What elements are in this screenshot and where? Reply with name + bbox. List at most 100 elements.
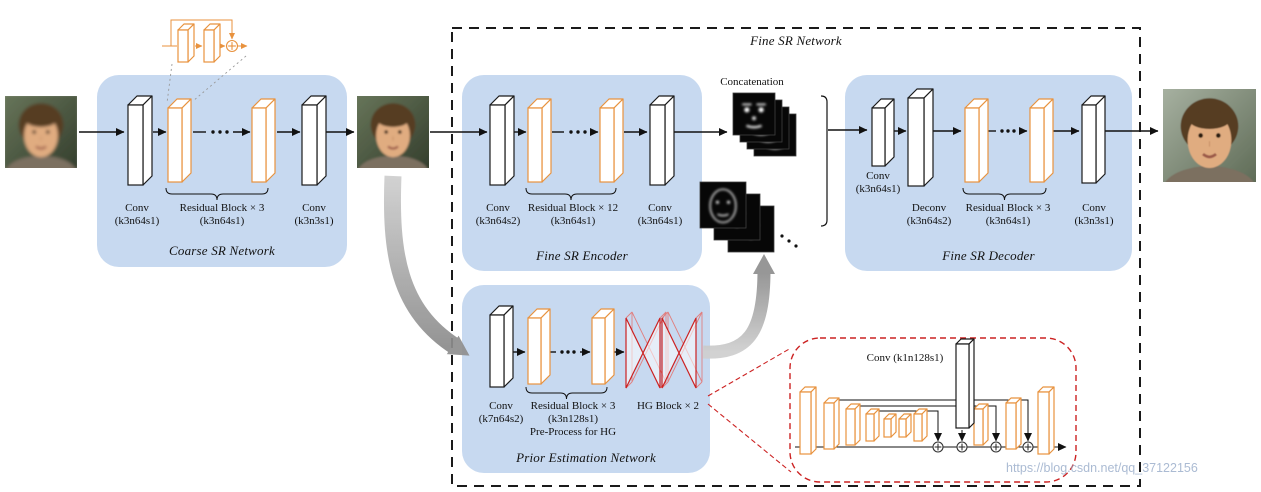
ellipsis-dot xyxy=(569,130,573,134)
add-node xyxy=(225,39,239,53)
decoder-name: Fine SR Decoder xyxy=(845,248,1132,263)
encoder-res-block xyxy=(599,98,624,183)
prior-network-name: Prior Estimation Network xyxy=(462,450,710,465)
hg-detail-conv-block xyxy=(955,338,975,429)
label-line: Prior Estimation Network xyxy=(516,450,656,465)
label-line: Fine SR Decoder xyxy=(942,248,1035,263)
ellipsis-dot xyxy=(560,350,564,354)
decoder-conv1-label: Conv (k3n64s1) xyxy=(838,170,918,196)
concatenation-label: Concatenation xyxy=(692,76,812,89)
label-line: HG Block × 2 xyxy=(636,400,700,412)
coarse-res-block xyxy=(251,98,276,183)
ellipsis-dot xyxy=(218,130,222,134)
prior-hg-label: HG Block × 2 xyxy=(616,400,720,413)
csdn-watermark: https://blog.csdn.net/qq_37122156 xyxy=(1006,461,1198,475)
encoder-res-block xyxy=(527,98,552,183)
brace xyxy=(525,386,608,400)
decoder-deconv-block xyxy=(907,88,934,187)
ellipsis-dot xyxy=(576,130,580,134)
ellipsis-dot xyxy=(1006,129,1010,133)
label-line: Coarse SR Network xyxy=(169,243,275,258)
concat-feature-maps-stack-top xyxy=(732,92,797,157)
label-line: Pre-Process for HG xyxy=(529,426,617,438)
label-line: Residual Block × 12 xyxy=(527,202,619,214)
label-line: Conv xyxy=(489,400,513,412)
label-line: (k3n3s1) xyxy=(294,215,334,227)
coarse-network-name: Coarse SR Network xyxy=(97,243,347,258)
label-line: (k3n64s1) xyxy=(855,183,901,195)
ellipsis-dot xyxy=(794,244,798,248)
label-line: (k3n64s2) xyxy=(906,215,952,227)
label-line: (k3n64s1) xyxy=(637,215,683,227)
label-line: (k3n64s1) xyxy=(114,215,160,227)
prior-res-label: Residual Block × 3 (k3n128s1) Pre-Proces… xyxy=(507,400,639,439)
hg-block xyxy=(661,311,703,389)
residual-block-detail xyxy=(162,19,248,104)
decoder-conv2-label: Conv (k3n3s1) xyxy=(1052,202,1136,228)
mini-callout-line xyxy=(192,55,247,102)
hg-block xyxy=(625,311,667,389)
label-line: (k7n64s2) xyxy=(478,413,524,425)
label-line: Fine SR Network xyxy=(750,33,842,48)
coarse-conv1-block xyxy=(127,95,153,186)
decoder-res-label: Residual Block × 3 (k3n64s1) xyxy=(938,202,1078,228)
label-line: Deconv xyxy=(911,202,947,214)
label-line: Fine SR Encoder xyxy=(536,248,628,263)
hg-callout-line xyxy=(707,403,792,473)
decoder-conv1-block xyxy=(871,98,895,167)
encoder-conv2-block xyxy=(649,95,675,186)
label-line: Residual Block × 3 xyxy=(179,202,265,214)
ellipsis-dot xyxy=(211,130,215,134)
label-line: Conv xyxy=(1082,202,1106,214)
add-node xyxy=(1022,441,1034,453)
label-line: Concatenation xyxy=(720,76,784,88)
label-line: Conv xyxy=(486,202,510,214)
mini-res-block xyxy=(177,23,195,63)
label-line: (k3n64s2) xyxy=(475,215,521,227)
prior-to-concat-arrow xyxy=(702,254,775,359)
label-line: Conv xyxy=(125,202,149,214)
hg-detail-box xyxy=(789,337,1077,483)
label-line: Conv xyxy=(648,202,672,214)
ellipsis-dot xyxy=(1012,129,1016,133)
ellipsis-dot xyxy=(572,350,576,354)
decoder-deconv-label: Deconv (k3n64s2) xyxy=(886,202,972,228)
label-line: (k3n128s1) xyxy=(547,413,599,425)
label-line: (k3n64s1) xyxy=(199,215,245,227)
label-line: (k3n3s1) xyxy=(1074,215,1114,227)
decoder-res-block xyxy=(1029,98,1054,183)
hg-detail-block xyxy=(799,386,817,455)
ellipsis-dot xyxy=(787,239,791,243)
hg-detail-block xyxy=(913,408,928,442)
image-to-prior-arrow xyxy=(383,175,470,356)
encoder-name: Fine SR Encoder xyxy=(462,248,702,263)
coarse-conv2-label: Conv (k3n3s1) xyxy=(276,202,352,228)
ellipsis-dot xyxy=(566,350,570,354)
hg-detail-block xyxy=(883,413,897,438)
hg-detail-block xyxy=(1005,397,1022,450)
label-line: Residual Block × 3 xyxy=(965,202,1051,214)
mini-callout-line xyxy=(166,63,173,104)
hg-detail-block xyxy=(898,413,912,438)
hg-detail-block xyxy=(845,403,861,446)
hg-detail-conv-label: Conv (k1n128s1) xyxy=(840,352,970,365)
coarse-conv1-label: Conv (k3n64s1) xyxy=(99,202,175,228)
ellipsis-dot xyxy=(780,234,784,238)
label-line: (k3n64s1) xyxy=(985,215,1031,227)
label-line: Conv xyxy=(302,202,326,214)
ellipsis-dot xyxy=(225,130,229,134)
brace xyxy=(165,187,269,201)
ellipsis-dot xyxy=(583,130,587,134)
coarse-sr-face xyxy=(357,96,429,168)
coarse-res-label: Residual Block × 3 (k3n64s1) xyxy=(152,202,292,228)
label-line: Conv xyxy=(866,170,890,182)
mini-res-block xyxy=(203,23,221,63)
coarse-res-block xyxy=(167,98,192,183)
fine-sr-network-title: Fine SR Network xyxy=(646,33,946,48)
hg-detail-block xyxy=(1037,386,1055,455)
decoder-res-block xyxy=(964,98,989,183)
ellipsis-dot xyxy=(1000,129,1004,133)
label-line: (k3n64s1) xyxy=(550,215,596,227)
